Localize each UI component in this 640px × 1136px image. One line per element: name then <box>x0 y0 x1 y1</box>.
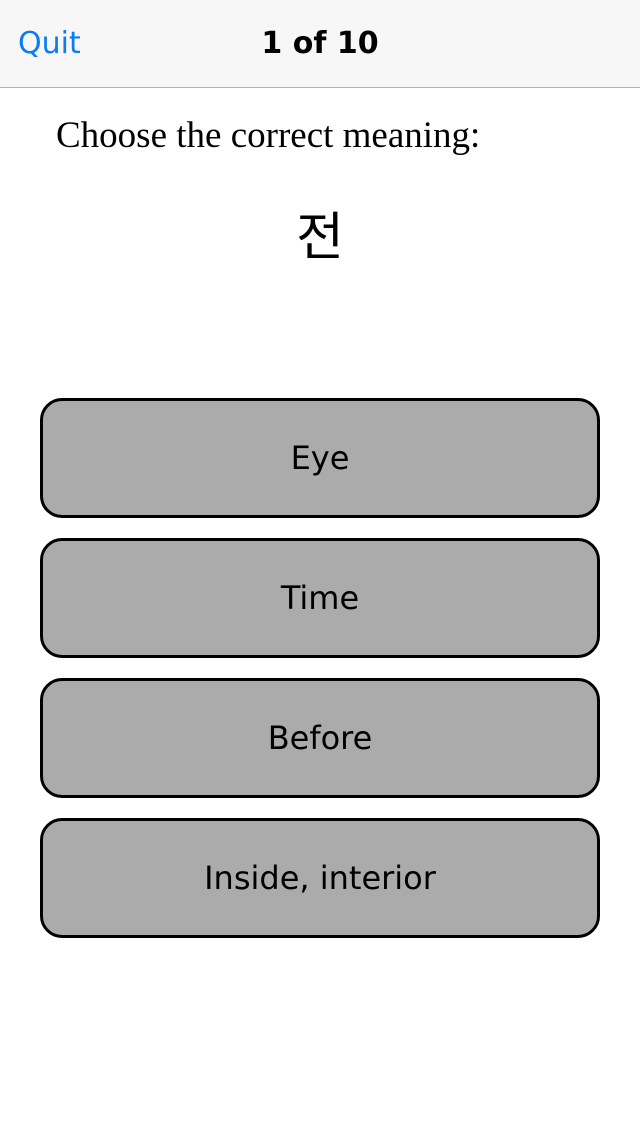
answer-button-2[interactable]: Time <box>40 538 600 658</box>
answer-button-3[interactable]: Before <box>40 678 600 798</box>
question-prompt: Choose the correct meaning: <box>56 115 481 156</box>
progress-title: 1 of 10 <box>261 26 379 61</box>
quit-button[interactable]: Quit <box>18 26 81 61</box>
answer-list: Eye Time Before Inside, interior <box>40 398 600 958</box>
quiz-word: 전 <box>296 208 344 268</box>
answer-button-1[interactable]: Eye <box>40 398 600 518</box>
answer-button-4[interactable]: Inside, interior <box>40 818 600 938</box>
navigation-bar: Quit 1 of 10 <box>0 0 640 88</box>
